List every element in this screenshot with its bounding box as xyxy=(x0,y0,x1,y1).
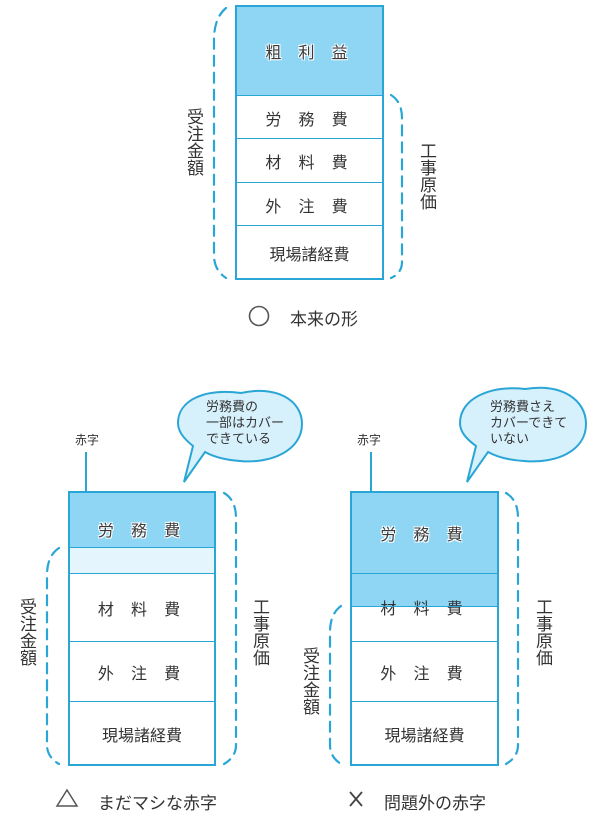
left-caption-text: まだマシな赤字 xyxy=(98,794,217,814)
labor-cost-cell: 労 務 費 xyxy=(237,95,382,139)
right-cost-stack: 労 務 費 材 料 費 外 注 費 現場諸経費 xyxy=(350,491,499,766)
gross-profit-cell: 粗 利 益 xyxy=(237,7,382,95)
right-site-expense-label: 現場諸経費 xyxy=(384,725,465,745)
right-labor-cost-cell: 労 務 費 xyxy=(352,493,497,573)
top-right-brace xyxy=(389,93,404,280)
left-subcontract-cost-cell: 外 注 費 xyxy=(70,641,214,702)
cross-symbol-icon xyxy=(349,791,363,807)
left-caption: まだマシな赤字 xyxy=(98,789,217,814)
site-expense-cell: 現場諸経費 xyxy=(237,225,382,279)
right-bubble-line-3: いない xyxy=(490,432,530,447)
left-covered-labor-cell xyxy=(70,547,214,574)
right-caption-text: 問題外の赤字 xyxy=(384,794,486,814)
left-subcontract-cost-label: 外 注 費 xyxy=(97,664,187,683)
right-bubble-line-2: カバーできて xyxy=(490,416,568,431)
left-labor-cost-cell: 労 務 費 xyxy=(70,493,214,547)
left-order-amount-label: 受注金額 xyxy=(16,598,36,666)
material-cost-label: 材 料 費 xyxy=(265,153,354,172)
left-labor-cost-label: 労 務 費 xyxy=(97,521,187,540)
top-order-amount-label: 受注金額 xyxy=(183,108,203,176)
gross-profit-label: 粗 利 益 xyxy=(265,43,354,62)
left-bubble-line-1: 労務費の xyxy=(206,400,259,415)
left-site-expense-cell: 現場諸経費 xyxy=(70,701,214,765)
right-subcontract-cost-label: 外 注 費 xyxy=(380,664,469,683)
right-site-expense-cell: 現場諸経費 xyxy=(352,701,497,765)
right-material-cost-label: 材 料 費 xyxy=(380,599,469,618)
left-cost-stack: 労 務 費 材 料 費 外 注 費 現場諸経費 xyxy=(68,491,216,766)
triangle-symbol-icon xyxy=(55,788,79,807)
left-construction-cost-label: 工事原価 xyxy=(249,598,269,666)
left-site-expense-label: 現場諸経費 xyxy=(101,725,182,745)
right-subcontract-cost-cell: 外 注 費 xyxy=(352,641,497,702)
right-labor-cost-label: 労 務 費 xyxy=(380,525,469,544)
circle-symbol-icon xyxy=(248,305,270,327)
right-material-cost-cell: 材 料 費 xyxy=(352,573,497,642)
material-cost-cell: 材 料 費 xyxy=(237,138,382,183)
left-bubble-line-2: 一部はカバー xyxy=(206,416,285,431)
left-right-brace xyxy=(222,491,238,766)
labor-cost-label: 労 務 費 xyxy=(265,109,354,129)
right-order-amount-label: 受注金額 xyxy=(299,647,319,715)
top-caption-text: 本来の形 xyxy=(290,310,358,330)
right-bubble-line-1: 労務費さえ xyxy=(490,400,556,415)
left-left-brace xyxy=(45,546,61,766)
site-expense-label: 現場諸経費 xyxy=(269,244,350,264)
subcontract-cost-label: 外 注 費 xyxy=(265,196,354,216)
left-bubble-shape xyxy=(176,389,304,483)
right-left-brace xyxy=(328,604,343,766)
right-caption: 問題外の赤字 xyxy=(384,789,486,814)
left-material-cost-cell: 材 料 費 xyxy=(70,573,214,642)
left-deficit-label: 赤字 xyxy=(75,433,100,447)
left-bubble-line-3: できている xyxy=(206,432,272,447)
right-construction-cost-label: 工事原価 xyxy=(532,598,552,666)
top-caption: 本来の形 xyxy=(290,305,358,330)
left-speech-bubble: 労務費の 一部はカバー できている xyxy=(206,400,284,448)
right-deficit-boundary xyxy=(352,606,497,607)
top-left-brace xyxy=(212,6,228,280)
right-speech-bubble: 労務費さえ カバーできて いない xyxy=(490,400,567,448)
right-right-brace xyxy=(504,491,520,766)
left-material-cost-label: 材 料 費 xyxy=(97,600,187,619)
right-deficit-label: 赤字 xyxy=(357,433,382,447)
top-construction-cost-label: 工事原価 xyxy=(416,142,436,210)
top-cost-stack: 粗 利 益 労 務 費 材 料 費 外 注 費 現場諸経費 xyxy=(235,5,384,280)
subcontract-cost-cell: 外 注 費 xyxy=(237,182,382,226)
right-bubble-shape xyxy=(458,386,588,483)
